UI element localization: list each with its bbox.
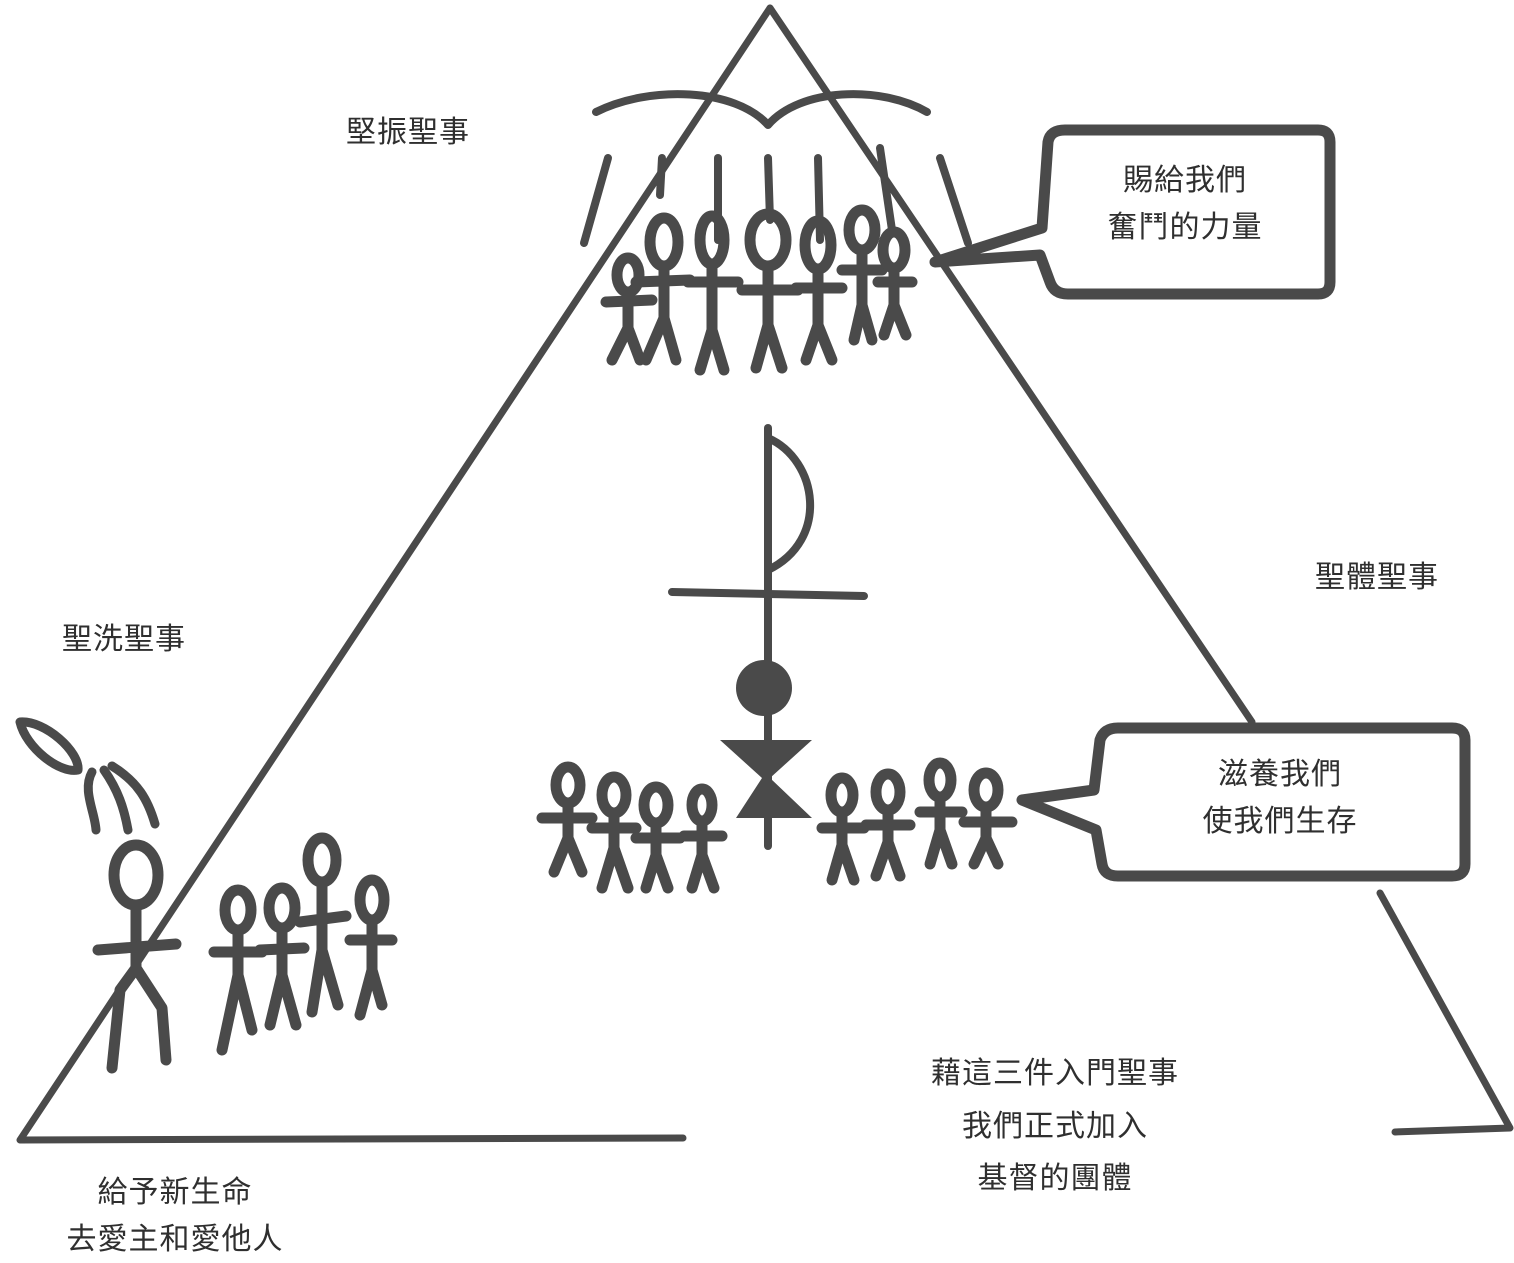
baptism-label: 聖洗聖事 xyxy=(62,617,186,664)
confirmation-bubble-line-1: 賜給我們 xyxy=(1085,158,1285,205)
baptism-caption: 給予新生命 去愛主和愛他人 xyxy=(40,1170,310,1263)
confirmation-people-icon xyxy=(606,210,912,370)
eucharist-bubble-line-2: 使我們生存 xyxy=(1180,799,1380,846)
eucharist-people-left-icon xyxy=(542,767,722,888)
baptism-caption-line-1: 給予新生命 xyxy=(40,1170,310,1217)
summary-line-2: 我們正式加入 xyxy=(905,1101,1205,1154)
summary-line-1: 藉這三件入門聖事 xyxy=(905,1048,1205,1101)
confirmation-label: 堅振聖事 xyxy=(346,110,470,157)
baptism-shell-icon xyxy=(20,722,155,830)
summary-line-3: 基督的團體 xyxy=(905,1153,1205,1206)
confirmation-bubble-line-2: 奮鬥的力量 xyxy=(1085,205,1285,252)
eucharist-people-right-icon xyxy=(822,763,1012,880)
summary-text: 藉這三件入門聖事 我們正式加入 基督的團體 xyxy=(905,1048,1205,1206)
baptism-caption-line-2: 去愛主和愛他人 xyxy=(40,1217,310,1263)
eucharist-label: 聖體聖事 xyxy=(1315,555,1439,602)
confirmation-bubble-text: 賜給我們 奮鬥的力量 xyxy=(1085,158,1285,251)
eucharist-bubble-text: 滋養我們 使我們生存 xyxy=(1180,752,1380,845)
eucharist-bubble-line-1: 滋養我們 xyxy=(1180,752,1380,799)
